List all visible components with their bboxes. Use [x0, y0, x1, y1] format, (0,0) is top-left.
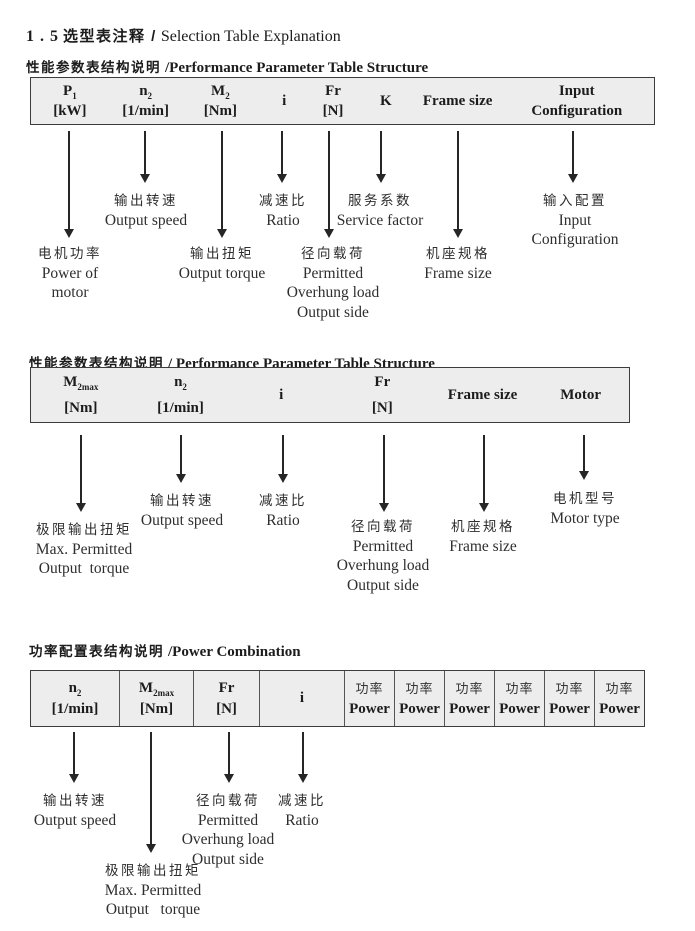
column-header-frame-size: Frame size: [447, 386, 518, 403]
down-arrow: [140, 131, 149, 183]
column-header-fr: Fr [N]: [193, 671, 259, 726]
down-arrow: [376, 131, 385, 183]
annotation-frame-size: 机座规格 Frame size: [424, 246, 492, 282]
column-header-input-configuration: Input Configuration: [531, 82, 623, 119]
section-3-heading: 功率配置表结构说明 /Power Combination: [29, 644, 301, 660]
column-header-i: i: [259, 671, 344, 726]
annotation-power-of-motor: 电机功率 Power of motor: [38, 246, 102, 301]
annotation-output-speed: 输出转速 Output speed: [33, 793, 117, 829]
down-arrow: [64, 131, 73, 238]
down-arrow: [224, 732, 233, 783]
page-title-zh: 选型表注释 /: [63, 28, 157, 45]
annotation-ratio: 减速比 Ratio: [278, 793, 326, 829]
annotation-ratio: 减速比 Ratio: [259, 193, 307, 229]
annotation-max-output-torque: 极限输出扭矩 Max. Permitted Output torque: [35, 522, 133, 577]
column-header-power-6: 功率 Power: [594, 671, 644, 726]
annotation-service-factor: 服务系数 Service factor: [336, 193, 424, 229]
down-arrow: [176, 435, 185, 483]
annotation-max-output-torque: 极限输出扭矩 Max. Permitted Output torque: [104, 863, 202, 918]
annotation-overhung-load: 径向载荷 Permitted Overhung load Output side: [181, 793, 275, 868]
column-header-motor: Motor: [560, 386, 602, 403]
down-arrow: [217, 131, 226, 238]
column-header-fr: Fr [N]: [371, 373, 393, 416]
annotation-ratio: 减速比 Ratio: [259, 493, 307, 529]
down-arrow: [324, 131, 333, 238]
down-arrow: [146, 732, 155, 853]
annotation-output-speed: 输出转速 Output speed: [104, 193, 188, 229]
column-header-fr: Fr [N]: [322, 82, 344, 119]
column-header-n2: n2 [1/min]: [51, 679, 99, 717]
performance-parameter-table-1: P1 [kW] n2 [1/min] M2 [Nm] i Fr [N] K Fr…: [30, 77, 655, 125]
column-header-power-2: 功率 Power: [394, 671, 444, 726]
annotation-output-speed: 输出转速 Output speed: [140, 493, 224, 529]
down-arrow: [453, 131, 462, 238]
down-arrow: [278, 435, 287, 483]
column-header-frame-size: Frame size: [422, 92, 493, 109]
down-arrow: [298, 732, 307, 783]
column-header-k: K: [380, 92, 392, 109]
annotation-frame-size: 机座规格 Frame size: [449, 519, 517, 555]
column-header-power-4: 功率 Power: [494, 671, 544, 726]
down-arrow: [568, 131, 577, 183]
down-arrow: [277, 131, 286, 183]
annotation-overhung-load: 径向载荷 Permitted Overhung load Output side: [336, 519, 430, 594]
annotation-motor-type: 电机型号 Motor type: [550, 491, 620, 527]
performance-parameter-table-2: M2max [Nm] n2 [1/min] i Fr [N] Frame siz…: [30, 367, 630, 423]
column-header-power-5: 功率 Power: [544, 671, 594, 726]
power-combination-table: n2 [1/min] M2max [Nm] Fr [N] i 功率 Power …: [30, 670, 645, 727]
down-arrow: [76, 435, 85, 512]
down-arrow: [479, 435, 488, 512]
section-number: 1 . 5: [26, 28, 59, 45]
column-header-power-1: 功率 Power: [344, 671, 394, 726]
annotation-output-torque: 输出扭矩 Output torque: [178, 246, 266, 282]
annotation-input-configuration: 输入配置 Input Configuration: [531, 193, 619, 248]
section-1-heading: 性能参数表结构说明 /Performance Parameter Table S…: [26, 60, 429, 76]
down-arrow: [579, 435, 588, 480]
column-header-m2: M2 [Nm]: [203, 82, 238, 119]
page-title-en: Selection Table Explanation: [160, 28, 341, 45]
down-arrow: [69, 732, 78, 783]
column-header-m2max: M2max [Nm]: [63, 373, 99, 416]
column-header-p1: P1 [kW]: [53, 82, 87, 119]
down-arrow: [379, 435, 388, 512]
column-header-n2: n2 [1/min]: [122, 82, 169, 119]
column-header-i: i: [279, 386, 284, 403]
column-header-n2: n2 [1/min]: [157, 373, 204, 416]
column-header-power-3: 功率 Power: [444, 671, 494, 726]
column-header-m2max: M2max [Nm]: [119, 671, 193, 726]
page-title: 1 . 5 选型表注释 / Selection Table Explanatio…: [10, 7, 341, 64]
column-header-i: i: [282, 92, 287, 109]
annotation-overhung-load: 径向载荷 Permitted Overhung load Output side: [286, 246, 380, 321]
